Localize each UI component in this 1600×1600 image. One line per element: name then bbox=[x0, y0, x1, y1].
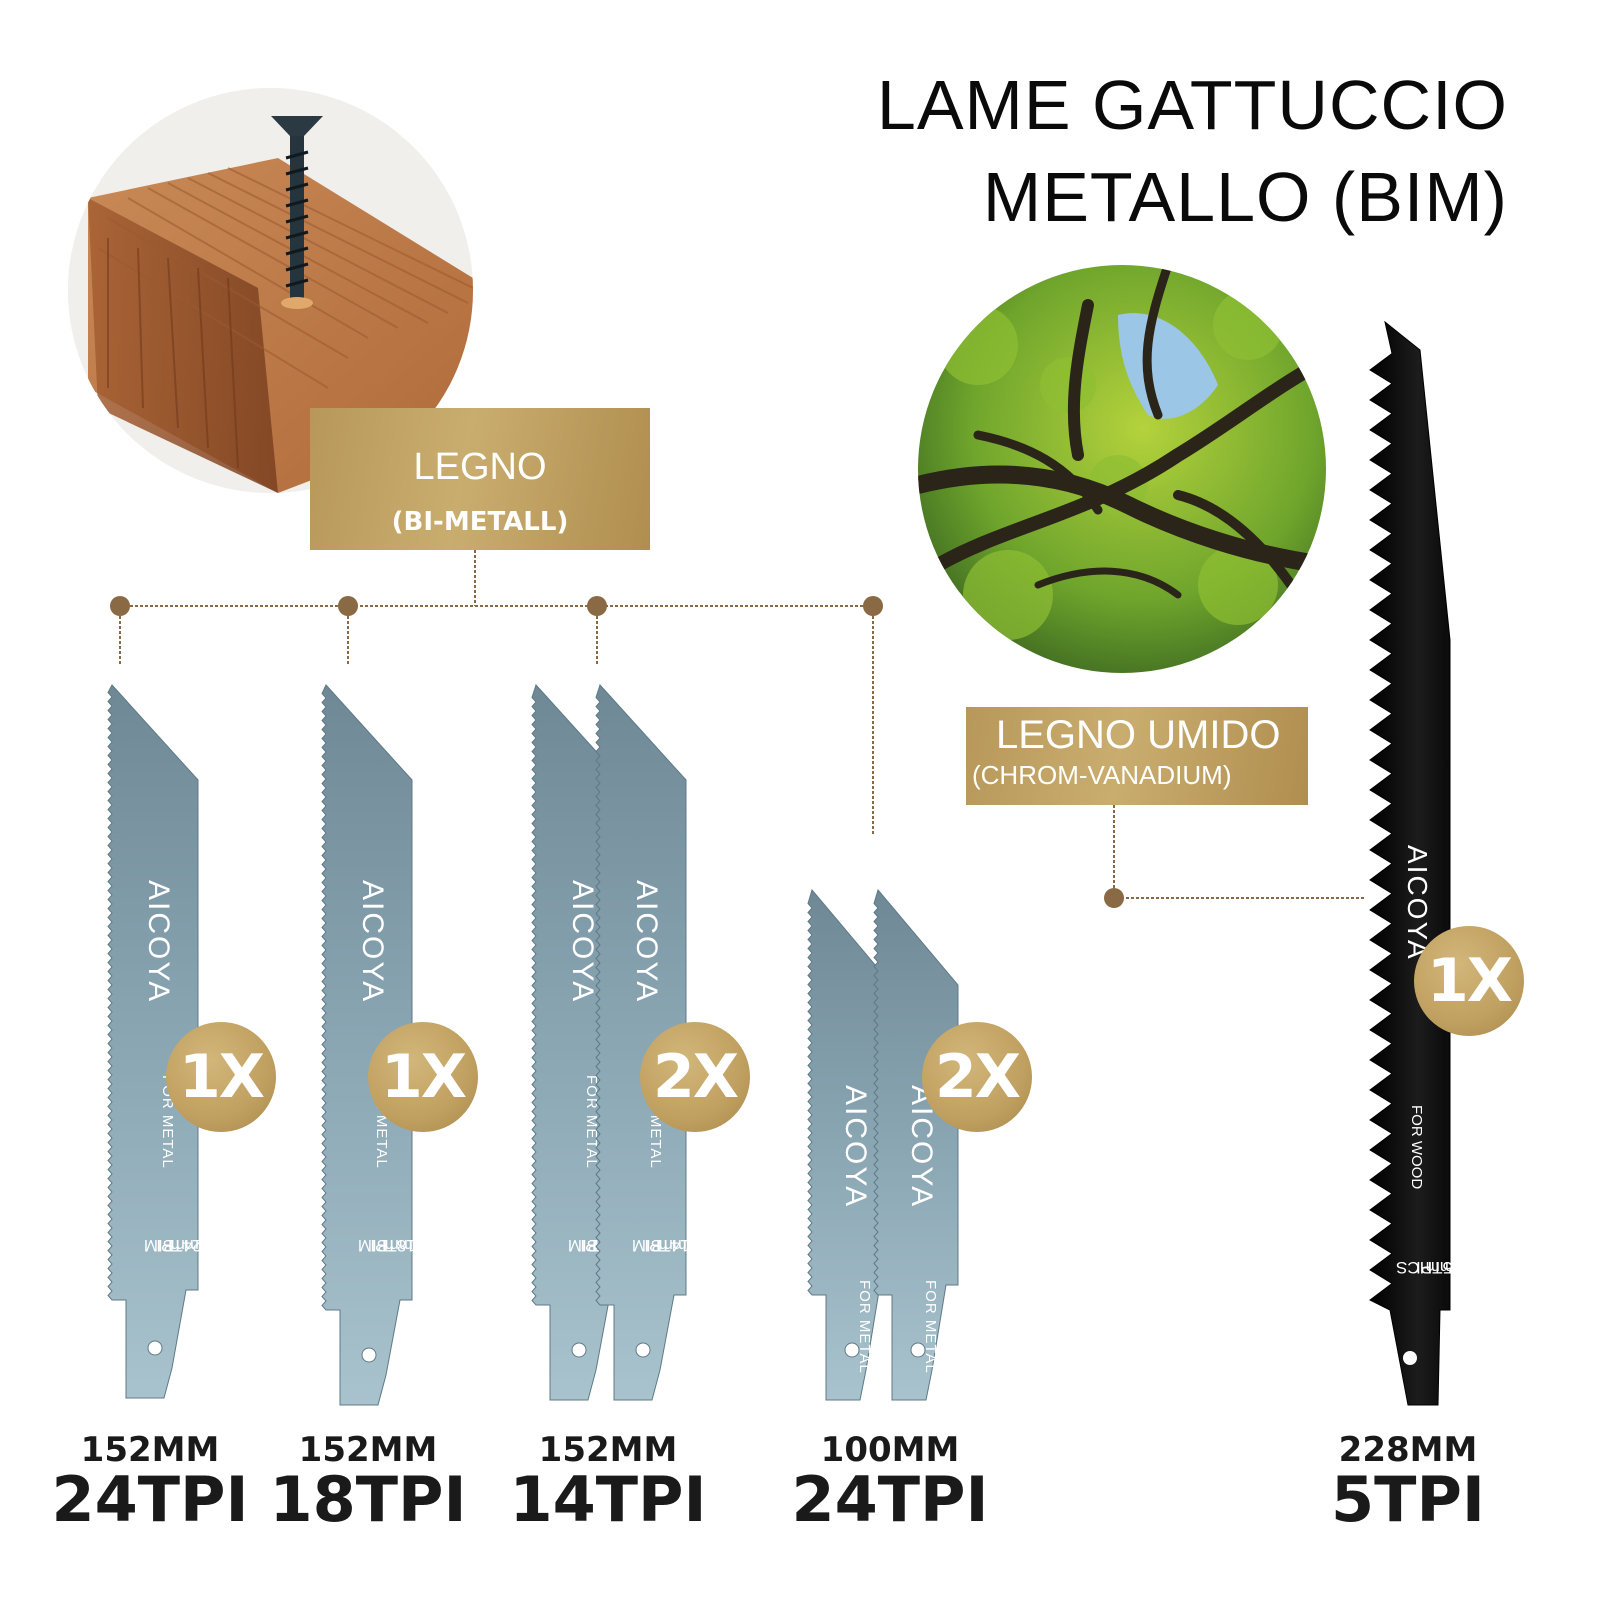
blade-spec-text: 152mm bbox=[171, 1236, 228, 1255]
tree-illustration bbox=[918, 265, 1326, 673]
blade-spec-text: 228mm bbox=[1426, 1258, 1483, 1277]
blade-spec-text: BIM bbox=[358, 1236, 388, 1255]
wood-label-sub: (BI-METALL) bbox=[391, 507, 569, 537]
qty-badge-blade-3: 2X bbox=[640, 1022, 750, 1132]
caption-tpi: 14TPI bbox=[509, 1463, 707, 1536]
tree-branches-photo bbox=[918, 265, 1326, 673]
caption-blade-2: 152MM 18TPI bbox=[258, 1432, 478, 1532]
caption-blade-5: 228MM 5TPI bbox=[1298, 1432, 1518, 1532]
blade-spec-text: BIM bbox=[568, 1236, 598, 1255]
caption-size: 152MM bbox=[538, 1430, 678, 1470]
blade-spec-text: 24TPI bbox=[853, 1441, 898, 1460]
caption-tpi: 24TPI bbox=[51, 1463, 249, 1536]
blade-brand-text: AICOYA bbox=[356, 880, 389, 1003]
blade-spec-text: 152mm bbox=[385, 1236, 442, 1255]
blade-spec-text: HCS bbox=[1396, 1258, 1432, 1277]
blade-spec-text: 14TPI bbox=[644, 1236, 689, 1255]
blade-spec-text: 18TPI bbox=[370, 1236, 415, 1255]
blade-spec-text: 100mm bbox=[934, 1441, 991, 1460]
blade-brand-text: AICOYA bbox=[566, 880, 599, 1003]
caption-tpi: 5TPI bbox=[1331, 1463, 1485, 1536]
blade-spec-text: BIM bbox=[144, 1236, 174, 1255]
caption-size: 100MM bbox=[820, 1430, 960, 1470]
blade-brand-text: AICOYA bbox=[630, 880, 663, 1003]
caption-tpi: 24TPI bbox=[791, 1463, 989, 1536]
blade-spec-text: 5TPI bbox=[1416, 1258, 1452, 1277]
blade-spec-text: BIM bbox=[841, 1441, 871, 1460]
blade-brand-text: AICOYA bbox=[142, 880, 175, 1003]
blade-spec-text: BIM bbox=[907, 1441, 937, 1460]
caption-blade-3: 152MM 14TPI bbox=[498, 1432, 718, 1532]
wet-wood-label-sub: (CHROM-VANADIUM) bbox=[972, 760, 1232, 790]
qty-badge-blade-2: 1X bbox=[368, 1022, 478, 1132]
qty-badge-blade-4: 2X bbox=[922, 1022, 1032, 1132]
wet-wood-label-main: LEGNO UMIDO bbox=[996, 713, 1281, 757]
blade-spec-text: 24TPI bbox=[156, 1236, 201, 1255]
blade-use-text: FOR METAL bbox=[922, 1280, 939, 1374]
wet-wood-label-box: LEGNO UMIDO (CHROM-VANADIUM) bbox=[966, 707, 1308, 805]
wood-label-box: LEGNO (BI-METALL) bbox=[310, 408, 650, 550]
blade-brand-text: AICOYA bbox=[1402, 845, 1433, 961]
caption-size: 152MM bbox=[298, 1430, 438, 1470]
title-line-2: METALLO (BIM) bbox=[982, 158, 1508, 236]
caption-tpi: 18TPI bbox=[269, 1463, 467, 1536]
caption-size: 228MM bbox=[1338, 1430, 1478, 1470]
blade-spec-text: 152mm bbox=[659, 1236, 716, 1255]
blade-spec-text: 24TPI bbox=[919, 1441, 964, 1460]
blade-brand-text: AICOYA bbox=[839, 1085, 872, 1208]
blade-spec-text: BIM bbox=[632, 1236, 662, 1255]
qty-badge-blade-5: 1X bbox=[1414, 926, 1524, 1036]
caption-blade-1: 152MM 24TPI bbox=[40, 1432, 260, 1532]
caption-blade-4: 100MM 24TPI bbox=[780, 1432, 1000, 1532]
blade-use-text: FOR WOOD bbox=[1408, 1105, 1425, 1189]
blade-spec-text: 100mm bbox=[868, 1441, 925, 1460]
caption-size: 152MM bbox=[80, 1430, 220, 1470]
blade-use-text: FOR METAL bbox=[583, 1075, 600, 1169]
qty-badge-blade-1: 1X bbox=[166, 1022, 276, 1132]
wood-label-main: LEGNO bbox=[413, 446, 547, 488]
title-line-1: LAME GATTUCCIO bbox=[876, 66, 1508, 144]
blade-use-text: FOR METAL bbox=[856, 1280, 873, 1374]
